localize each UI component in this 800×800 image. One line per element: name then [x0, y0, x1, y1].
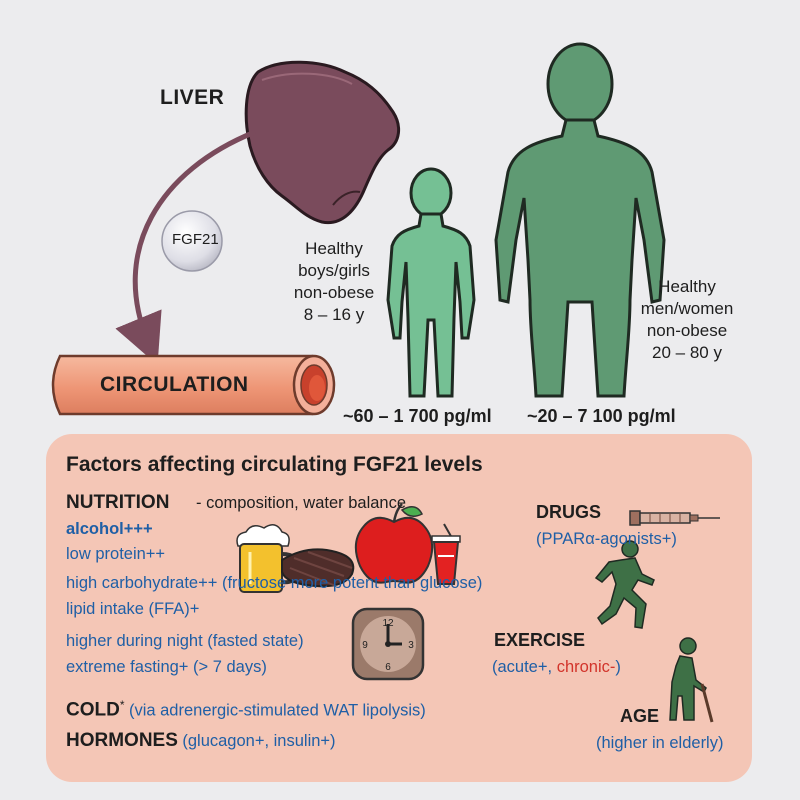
exercise-open-paren: (: [492, 658, 498, 676]
children-line-2: boys/girls: [298, 261, 370, 280]
syringe-icon: [629, 510, 720, 526]
elderly-person-icon: [669, 637, 714, 723]
steak-icon: [281, 548, 355, 588]
adult-silhouette-icon: [494, 42, 666, 398]
exercise-chronic: chronic-: [556, 658, 616, 676]
children-line-3: non-obese: [293, 283, 375, 302]
children-line-1: Healthy: [305, 239, 363, 258]
clock-number-6: 6: [385, 662, 391, 673]
top-artwork: [51, 42, 666, 416]
blood-vessel-icon: [51, 354, 336, 416]
panel-artwork: 12 3 6 9: [236, 503, 720, 723]
hormones-heading: HORMONES: [66, 730, 178, 751]
drugs-heading: DRUGS: [536, 502, 602, 522]
hormones-row: HORMONES (glucagon+, insulin+): [66, 730, 336, 752]
soda-cup-icon: [431, 523, 461, 585]
factors-panel: 12 3 6 9: [46, 434, 752, 782]
child-silhouette-icon: [386, 167, 476, 398]
fgf21-label: FGF21: [172, 231, 219, 248]
runner-icon: [594, 540, 655, 629]
cold-heading: COLD: [66, 699, 120, 721]
cold-row: COLD* (via adrenergic-stimulated WAT lip…: [66, 698, 426, 721]
adults-line-4: 20 – 80 y: [652, 343, 722, 362]
adults-fgf21-range: ~20 – 7 100 pg/ml: [527, 406, 676, 426]
clock-number-12: 12: [382, 618, 394, 629]
fgf21-sphere-icon: [161, 210, 223, 272]
clock-number-9: 9: [362, 640, 368, 651]
panel-title: Factors affecting circulating FGF21 leve…: [66, 453, 483, 476]
age-heading: AGE: [620, 706, 660, 726]
apple-icon: [354, 503, 434, 584]
nutrition-alcohol: alcohol+++: [66, 520, 153, 538]
adults-line-1: Healthy: [658, 277, 716, 296]
adults-group-label: Healthy men/women non-obese 20 – 80 y: [622, 276, 752, 364]
children-group-label: Healthy boys/girls non-obese 8 – 16 y: [282, 238, 386, 326]
flow-arrow: [115, 129, 256, 366]
liver-label: LIVER: [160, 86, 225, 109]
nutrition-night: higher during night (fasted state): [66, 632, 304, 650]
liver-icon: [244, 60, 401, 225]
nutrition-low-protein: low protein++: [66, 545, 166, 563]
nutrition-extreme-fasting: extreme fasting+ (> 7 days): [66, 658, 267, 676]
nutrition-heading: NUTRITION: [66, 492, 170, 513]
adults-line-2: men/women: [640, 299, 734, 318]
circulation-label: CIRCULATION: [100, 373, 249, 396]
hormones-detail: (glucagon+, insulin+): [182, 732, 336, 750]
drugs-detail: (PPARα-agonists+): [536, 530, 677, 548]
clock-number-3: 3: [408, 640, 414, 651]
exercise-heading: EXERCISE: [494, 630, 586, 650]
children-line-4: 8 – 16 y: [303, 305, 365, 324]
nutrition-subtitle: - composition, water balance: [196, 494, 407, 512]
age-detail: (higher in elderly): [596, 734, 724, 752]
nutrition-high-carbohydrate: high carbohydrate++ (fructose more poten…: [66, 574, 483, 592]
exercise-close-paren: ): [615, 658, 621, 676]
clock-icon: 12 3 6 9: [351, 607, 425, 681]
exercise-acute: acute+,: [497, 658, 553, 676]
nutrition-lipid-intake: lipid intake (FFA)+: [66, 600, 200, 618]
adults-line-3: non-obese: [646, 321, 728, 340]
cold-footnote-star: *: [119, 698, 125, 712]
cold-detail: (via adrenergic-stimulated WAT lipolysis…: [128, 701, 426, 720]
children-fgf21-range: ~60 – 1 700 pg/ml: [343, 406, 492, 426]
exercise-detail: (acute+, chronic-): [492, 658, 621, 677]
